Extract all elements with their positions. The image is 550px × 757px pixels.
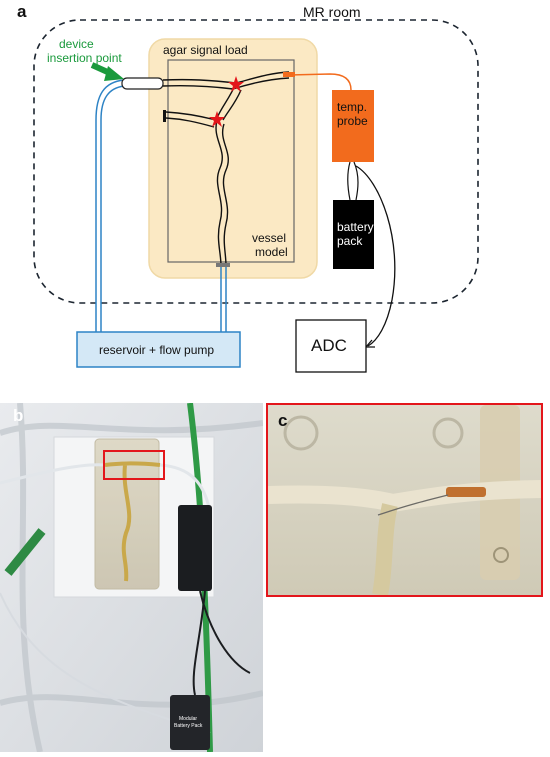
battery-pack-label-1: battery xyxy=(337,220,374,234)
battery-wire-1 xyxy=(347,161,351,201)
battery-pack-photo xyxy=(170,695,210,750)
battery-pack-box xyxy=(333,200,374,269)
photo-b-image xyxy=(0,403,263,752)
vessel-in-photo xyxy=(104,461,161,582)
zoom-region-box xyxy=(103,450,165,480)
temp-probe-device-photo xyxy=(178,505,212,591)
panel-a-diagram xyxy=(33,19,479,373)
temp-probe-box xyxy=(332,90,374,162)
vessel-branch-closeup xyxy=(372,503,398,595)
outlet-connector xyxy=(216,263,230,267)
battery-pack-label-2: pack xyxy=(337,234,363,248)
outlet-tube xyxy=(220,266,227,335)
probe-wire xyxy=(288,73,352,91)
syringe-photo xyxy=(4,528,46,576)
inlet-tube xyxy=(95,79,125,335)
temp-probe-label-2: probe xyxy=(337,114,368,128)
adc-label: ADC xyxy=(311,336,347,355)
adc-wire xyxy=(355,165,396,347)
wire-closeup xyxy=(377,494,449,516)
vessel-end-cap xyxy=(163,110,166,122)
battery-wire-2 xyxy=(353,161,359,201)
agar-signal-load xyxy=(148,38,318,279)
temp-probe-label-1: temp. xyxy=(337,100,368,114)
clamp-screw xyxy=(493,547,509,563)
mounting-ring-1 xyxy=(283,415,319,451)
probe-tip xyxy=(283,72,295,77)
tubing-photo xyxy=(0,463,212,514)
device-insertion-label-2: insertion point xyxy=(47,51,122,65)
panel-b-letter: b xyxy=(13,406,24,425)
insertion-arrow-head xyxy=(104,66,124,81)
fabric-folds xyxy=(0,403,263,752)
agar-signal-load-label: agar signal load xyxy=(163,43,248,57)
catheter-sheath xyxy=(121,77,164,90)
reservoir-box xyxy=(76,331,241,368)
photo-c: c xyxy=(266,403,543,597)
mr-room-boundary xyxy=(33,19,479,304)
agar-block xyxy=(94,438,160,590)
vessel-model-label-2: model xyxy=(255,245,288,259)
device-insertion-label-1: device xyxy=(59,37,94,51)
mr-room-label: MR room xyxy=(303,4,361,20)
vessel-model-label-1: vessel xyxy=(252,231,287,245)
battery-text-1: Modular xyxy=(179,716,198,722)
measurement-marker-1 xyxy=(228,76,244,92)
photo-c-image xyxy=(268,405,541,595)
adc-box xyxy=(295,319,367,373)
reservoir-label: reservoir + flow pump xyxy=(99,343,215,357)
probe-tip-closeup xyxy=(446,487,486,497)
measurement-marker-2 xyxy=(209,111,225,127)
panel-a: a MR room device insertion point agar si… xyxy=(17,2,479,373)
black-cables-photo xyxy=(192,590,251,696)
vessel-model-box xyxy=(167,59,295,263)
panel-a-letter: a xyxy=(17,2,27,21)
photo-b: b Modular Battery Pack xyxy=(0,403,263,752)
battery-text-2: Battery Pack xyxy=(174,723,203,729)
mounting-ring-2 xyxy=(432,417,464,449)
panel-c-letter: c xyxy=(278,411,288,430)
